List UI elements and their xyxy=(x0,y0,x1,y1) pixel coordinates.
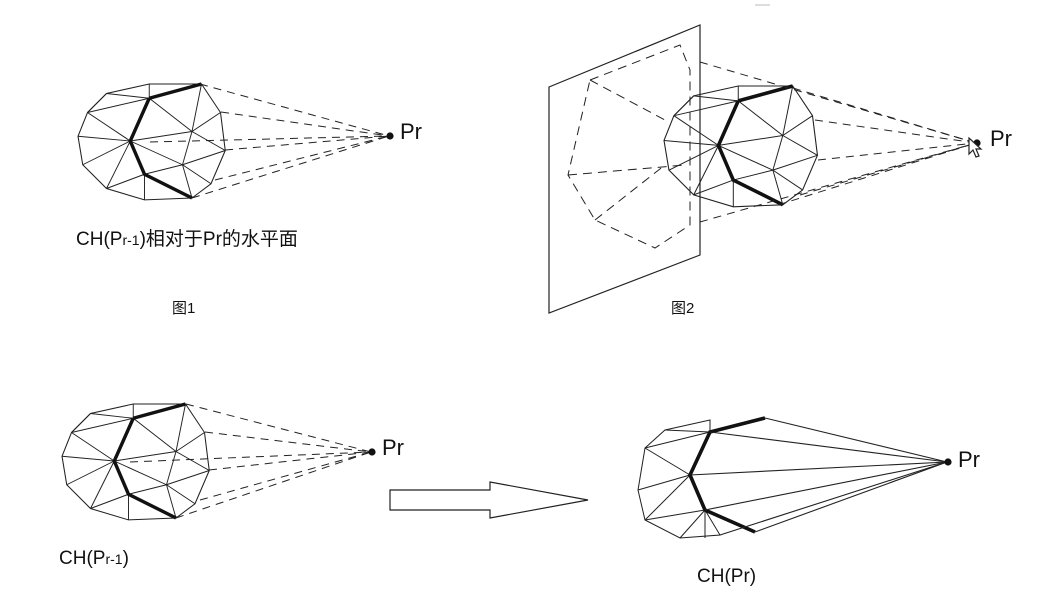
fig1-point-pr xyxy=(386,132,394,140)
fig4-point-pr xyxy=(944,458,952,466)
fig3-caption: CH(Pr-1) xyxy=(59,549,129,568)
fig3-dashed-rays xyxy=(129,403,372,519)
fig3-pr-label: Pr xyxy=(382,435,404,460)
fig1-dashed-rays xyxy=(149,83,390,199)
fig2-dashed-rays xyxy=(699,61,977,223)
transform-arrow xyxy=(389,481,589,519)
fig1-caption-prefix: CH(P xyxy=(76,229,123,250)
fig4-partial-polytope xyxy=(637,419,721,539)
fig2-projected-hull xyxy=(567,44,691,249)
fig4-pr-label: Pr xyxy=(958,447,980,472)
fig3-point-pr xyxy=(368,448,376,456)
fig1-caption-suffix: )相对于Pr的水平面 xyxy=(139,229,298,250)
fig3-caption-prefix: CH(P xyxy=(59,548,106,569)
fig1-pr-label: Pr xyxy=(400,119,422,144)
fig1-title: 图1 xyxy=(172,300,196,317)
fig2-pr-label: Pr xyxy=(990,126,1012,151)
fig2-polytope xyxy=(662,84,820,209)
fig2-plane xyxy=(548,24,701,314)
fig1-caption: CH(Pr-1)相对于Pr的水平面 xyxy=(76,230,298,249)
fig3-caption-suffix: ) xyxy=(122,548,129,569)
fig4-caption: CH(Pr) xyxy=(697,566,757,587)
fig2-title: 图2 xyxy=(671,300,695,317)
fig4-cone-edges xyxy=(689,417,948,536)
mouse-pointer-icon xyxy=(968,137,983,158)
fig1-caption-subscript: r-1 xyxy=(122,232,140,248)
fig3-caption-subscript: r-1 xyxy=(105,551,123,567)
